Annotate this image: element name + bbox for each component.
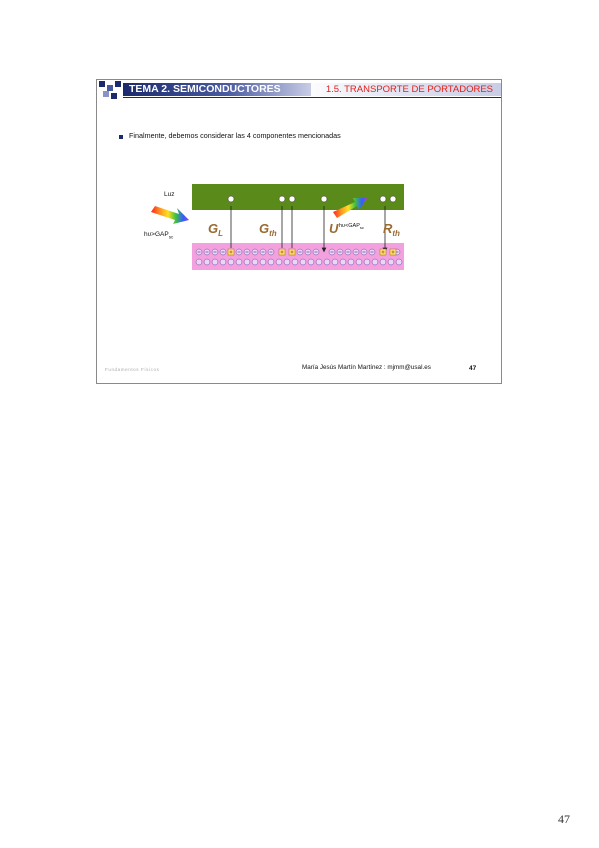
electrons	[227, 195, 397, 203]
photon-energy-below-gap: hυ<GAPsc	[339, 223, 364, 231]
light-label: Luz	[164, 191, 175, 198]
valence-ions	[195, 248, 403, 266]
chapter-title: TEMA 2. SEMICONDUCTORES	[123, 83, 311, 96]
light-arrow-icon	[151, 206, 189, 224]
label-gl: GL	[208, 221, 224, 238]
band-diagram	[151, 195, 403, 266]
bullet-text: Finalmente, debemos considerar las 4 com…	[129, 131, 341, 140]
hole-plus-marks	[229, 250, 395, 254]
page-number: 47	[558, 812, 570, 826]
section-title: 1.5. TRANSPORTE DE PORTADORES	[301, 83, 501, 96]
label-gth: Gth	[259, 221, 277, 238]
label-rth: Rth	[383, 221, 400, 238]
bullet-icon	[119, 135, 123, 139]
conduction-band	[192, 184, 404, 210]
label-u: U	[329, 221, 339, 236]
light-arrow-icon	[333, 198, 367, 218]
footer-course: Fundamentos Físicos	[105, 367, 160, 372]
header-divider	[123, 97, 501, 98]
valence-band	[192, 243, 404, 270]
slide: 1.5. TRANSPORTE DE PORTADORES TEMA 2. SE…	[96, 79, 502, 384]
footer-author: María Jesús Martín Martínez : mjmm@usal.…	[302, 364, 431, 371]
header-decoration	[97, 80, 131, 100]
photon-energy-above-gap: hυ>GAPsc	[144, 231, 174, 240]
slide-number: 47	[469, 365, 477, 372]
